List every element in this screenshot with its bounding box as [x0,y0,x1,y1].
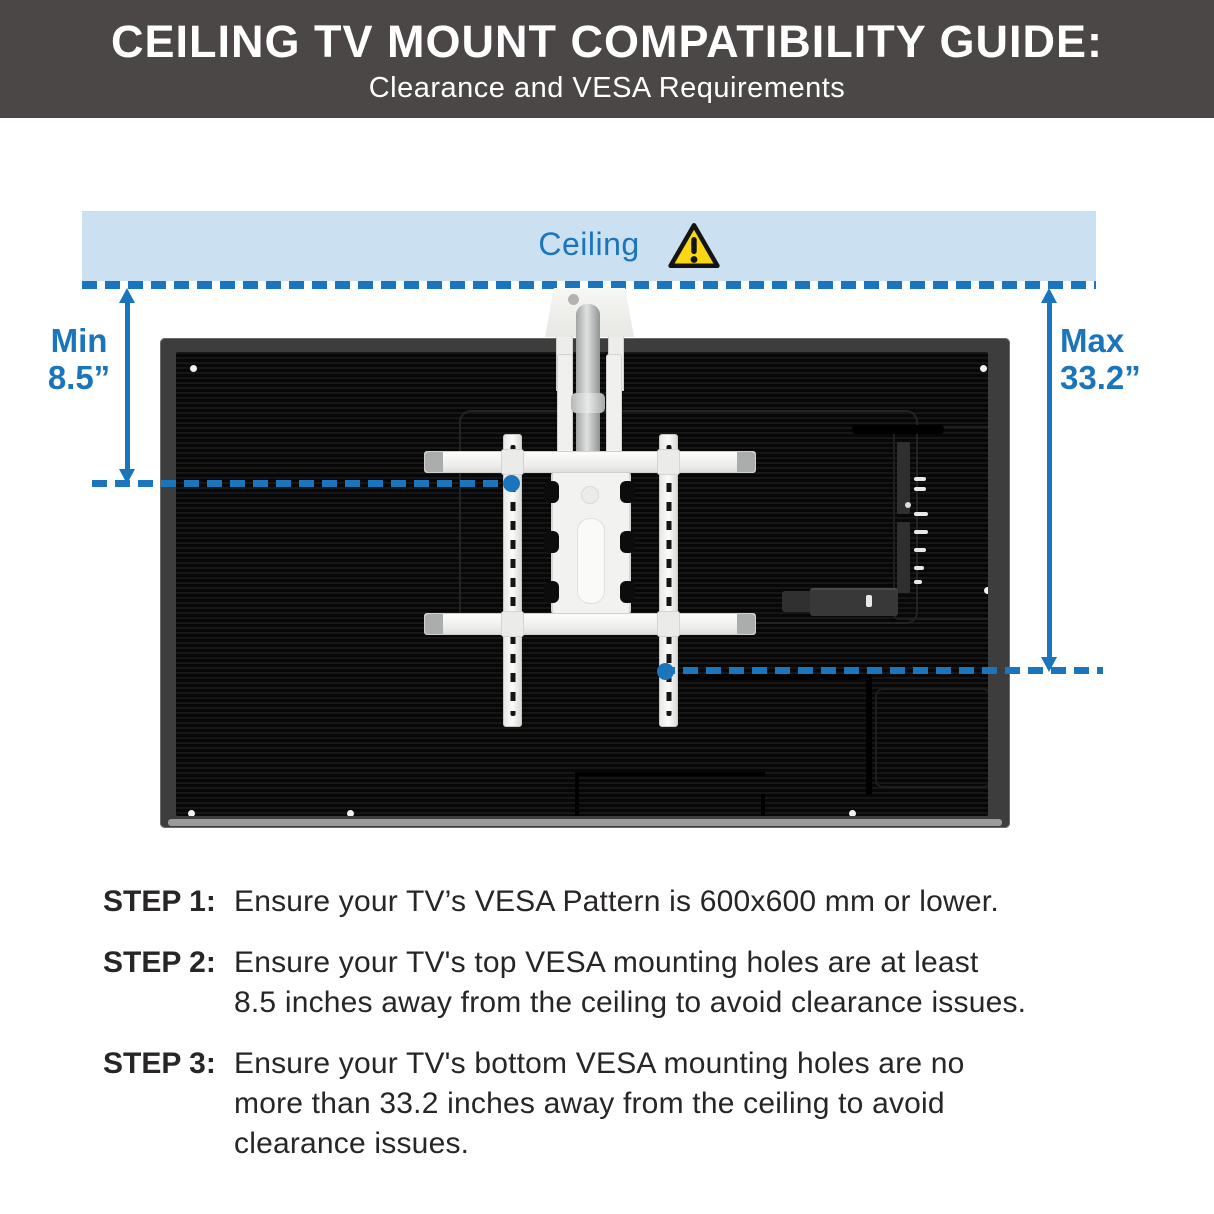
step-item-2: STEP 2: Ensure your TV's top VESA mounti… [103,943,1123,1023]
port-label [914,580,922,584]
panel-inner-box-outline [875,688,988,788]
min-value: 8.5” [47,359,111,396]
panel-seam [866,674,872,794]
vesa-rail-right [659,434,678,727]
mount-arm-joint [571,393,605,413]
rail-holes [510,445,515,716]
connector-strip [897,442,910,514]
vesa-plate-slot [577,518,605,604]
max-label: Max [1060,322,1125,359]
crossbar-end-cap [737,452,755,472]
tv-bottom-edge [168,819,1002,826]
crossbar-end-cap [737,614,755,634]
rail-joint-plate [657,449,680,475]
vesa-plate-notch [620,581,635,603]
port-label [914,512,928,516]
vesa-plate-notch [544,581,559,603]
screw-hole [190,365,197,372]
vent-slot [852,425,944,434]
port-label [914,548,926,552]
rail-joint-plate [501,449,524,475]
panel-seam [761,794,765,816]
max-dashed-line [660,667,1103,674]
step-2-label: STEP 2: [103,946,216,979]
step-item-3: STEP 3: Ensure your TV's bottom VESA mou… [103,1044,1123,1164]
vesa-plate-notch [620,481,635,503]
bottom-vesa-hole-marker [657,663,674,680]
port-label [914,477,926,481]
crossbar-top [424,451,756,473]
arrow-head-up-icon [1041,288,1057,303]
max-value: 33.2” [1060,359,1141,396]
min-dimension-label: Min 8.5” [36,322,122,396]
panel-seam [660,674,872,680]
port-label [914,487,926,491]
header-banner: CEILING TV MOUNT COMPATIBILITY GUIDE: Cl… [0,0,1214,118]
step-item-1: STEP 1: Ensure your TV’s VESA Pattern is… [103,882,1123,922]
step-1-label: STEP 1: [103,885,216,918]
arrow-shaft [1046,299,1052,661]
rail-joint-plate [501,611,524,637]
panel-seam [575,772,765,776]
step-3-text: Ensure your TV's bottom VESA mounting ho… [234,1047,965,1160]
arrow-shaft [124,299,130,473]
media-box-slot [866,595,872,607]
warning-triangle-icon [668,223,720,269]
screw-hole [188,810,195,816]
media-box [782,591,812,612]
rail-joint-plate [657,611,680,637]
screw-hole [905,502,911,508]
vesa-plate-notch [544,481,559,503]
step-3-label: STEP 3: [103,1047,216,1080]
max-dimension-label: Max 33.2” [1060,322,1170,396]
crossbar-end-cap [425,452,443,472]
ceiling-label: Ceiling [538,226,640,262]
port-label [914,530,928,534]
rail-holes [666,445,671,716]
steps-section: STEP 1: Ensure your TV’s VESA Pattern is… [103,882,1123,1185]
media-box [810,588,898,616]
page-title: CEILING TV MOUNT COMPATIBILITY GUIDE: [111,16,1103,67]
panel-seam [575,772,579,816]
vesa-plate-notch [544,531,559,553]
step-1-text: Ensure your TV’s VESA Pattern is 600x600… [234,885,999,918]
arrow-head-up-icon [119,288,135,303]
screw-hole [849,810,856,816]
min-dashed-line [92,480,512,487]
max-dimension-arrow [1041,288,1057,672]
top-vesa-hole-marker [503,475,520,492]
connector-strip [897,522,910,593]
ceiling-dashed-line [82,281,1096,289]
page-subtitle: Clearance and VESA Requirements [368,72,846,104]
step-2-text: Ensure your TV's top VESA mounting holes… [234,946,1027,1019]
screw-hole [347,810,354,816]
port-label [914,566,924,570]
crossbar-end-cap [425,614,443,634]
crossbar-bottom [424,613,756,635]
ceiling-band: Ceiling [82,211,1096,281]
min-label: Min [50,322,108,359]
bracket-screw [568,294,579,305]
screw-hole [984,587,988,594]
vesa-plate-hole [581,486,599,504]
vesa-plate-notch [620,531,635,553]
vesa-rail-left [503,434,522,727]
screw-hole [980,365,987,372]
